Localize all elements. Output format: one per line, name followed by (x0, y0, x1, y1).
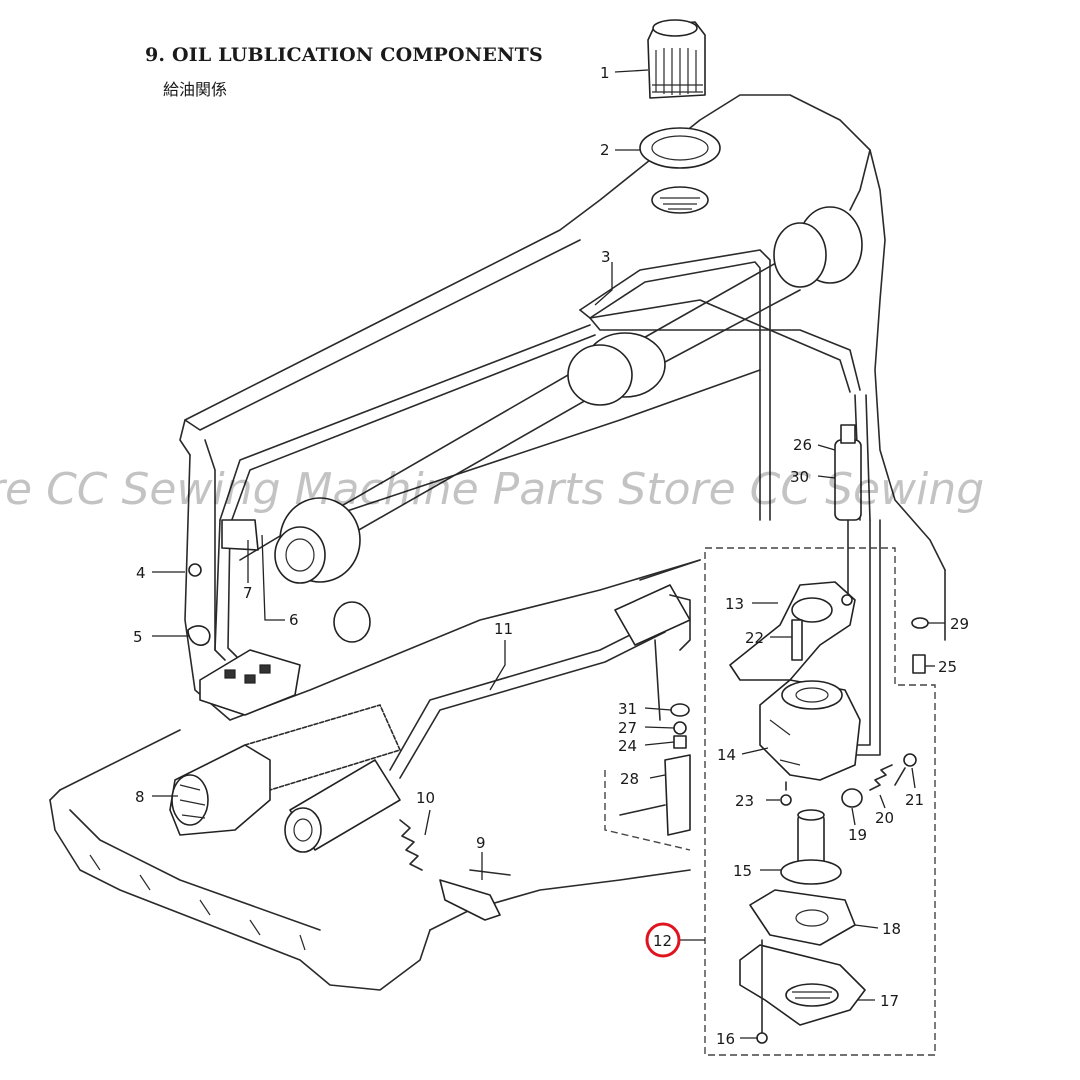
callout-13: 13 (725, 595, 744, 613)
callout-8: 8 (135, 788, 145, 806)
callout-3: 3 (601, 248, 611, 266)
callout-2: 2 (600, 141, 610, 159)
lower-bushing (284, 759, 401, 853)
callout-14: 14 (717, 746, 736, 764)
callout-4: 4 (136, 564, 146, 582)
callout-28: 28 (620, 770, 639, 788)
callout-25: 25 (938, 658, 957, 676)
callout-24: 24 (618, 737, 637, 755)
callout-27: 27 (618, 719, 637, 737)
needle-plate (187, 625, 301, 716)
spring-screw (399, 819, 511, 921)
oil-wick-pin (834, 424, 862, 601)
callout-31: 31 (618, 700, 637, 718)
leader-lines (152, 69, 945, 1039)
highlight-circle (645, 922, 681, 958)
upper-shaft (274, 206, 863, 643)
oil-fill-hole (651, 186, 709, 214)
callout-9: 9 (476, 834, 486, 852)
callout-30: 30 (790, 468, 809, 486)
spring-20 (869, 764, 893, 791)
oil-tube-lower (389, 584, 691, 779)
callout-29: 29 (950, 615, 969, 633)
gasket (639, 127, 721, 169)
callout-17: 17 (880, 992, 899, 1010)
pump-top-plate (729, 581, 856, 681)
callout-19: 19 (848, 826, 867, 844)
callout-16: 16 (716, 1030, 735, 1048)
page-title: 9. OIL LUBLICATION COMPONENTS (145, 44, 543, 66)
callout-22: 22 (745, 629, 764, 647)
plug-19 (841, 788, 863, 808)
callout-5: 5 (133, 628, 143, 646)
callout-21: 21 (905, 791, 924, 809)
callout-6: 6 (289, 611, 299, 629)
callout-10: 10 (416, 789, 435, 807)
callout-11: 11 (494, 620, 513, 638)
screw-23 (780, 781, 792, 806)
callout-7: 7 (243, 584, 253, 602)
screw-21 (894, 753, 917, 786)
callout-labels: 1 2 3 4 5 6 7 8 9 10 11 12 13 14 15 16 1… (133, 64, 969, 1048)
page-subtitle: 給油関係 (163, 80, 228, 99)
callout-15: 15 (733, 862, 752, 880)
callout-20: 20 (875, 809, 894, 827)
screw-25 (912, 654, 926, 674)
callout-1: 1 (600, 64, 610, 82)
pump-body (759, 679, 861, 781)
callout-12: 12 (653, 932, 672, 950)
callout-18: 18 (882, 920, 901, 938)
pump-unit-frame (704, 547, 936, 1056)
hook-assembly (169, 704, 401, 836)
washer-29 (911, 617, 929, 629)
tube-clamp (188, 519, 259, 577)
callout-23: 23 (735, 792, 754, 810)
pump-shaft (780, 809, 842, 885)
pump-gasket (749, 889, 856, 946)
watermark: ore CC Sewing Machine Parts Store CC Sew… (0, 464, 985, 515)
callout-26: 26 (793, 436, 812, 454)
pump-base (739, 944, 866, 1026)
oil-guide-28 (604, 754, 691, 851)
oil-cap (647, 19, 706, 99)
